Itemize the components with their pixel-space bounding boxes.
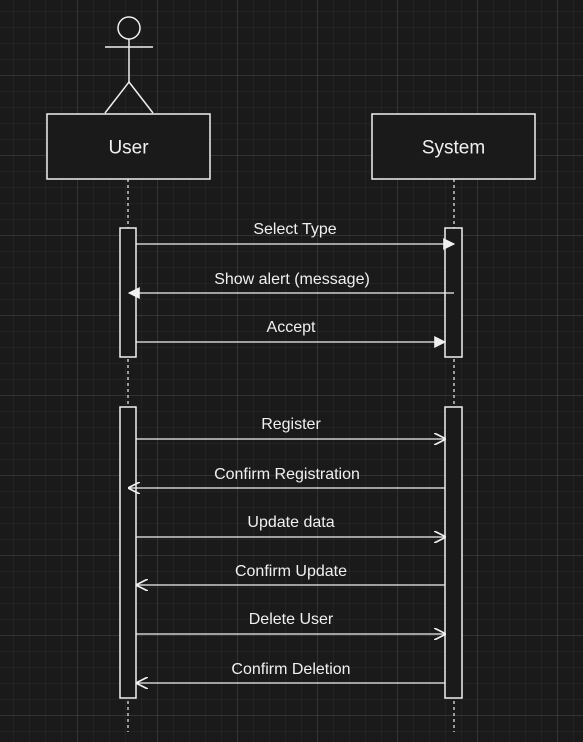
message-update-data[interactable]: Update data [136,514,445,537]
message-select-type[interactable]: Select Type [136,221,456,250]
message-register[interactable]: Register [136,416,445,439]
participant-user-label: User [108,138,149,159]
message-confirm-deletion[interactable]: Confirm Deletion [137,661,445,683]
svg-text:Update data: Update data [247,514,334,531]
svg-text:Register: Register [261,416,321,433]
svg-text:Confirm Deletion: Confirm Deletion [231,661,350,678]
message-delete-user[interactable]: Delete User [136,611,445,634]
message-confirm-update[interactable]: Confirm Update [137,563,445,585]
svg-text:Select Type: Select Type [253,221,336,238]
user-actor-icon[interactable] [104,16,154,114]
message-confirm-registration[interactable]: Confirm Registration [129,466,445,488]
user-activation-bar-2[interactable] [119,406,137,699]
svg-text:Confirm Registration: Confirm Registration [214,466,360,483]
message-show-alert[interactable]: Show alert (message) [127,271,454,299]
svg-text:Accept: Accept [267,319,316,336]
participant-system-label: System [422,138,485,159]
message-accept[interactable]: Accept [136,319,447,348]
svg-text:Delete User: Delete User [249,611,334,628]
participant-user[interactable]: User [46,113,211,180]
participant-system[interactable]: System [371,113,536,180]
svg-text:Show alert (message): Show alert (message) [214,271,370,288]
svg-text:Confirm Update: Confirm Update [235,563,347,580]
system-activation-bar-2[interactable] [444,406,463,699]
